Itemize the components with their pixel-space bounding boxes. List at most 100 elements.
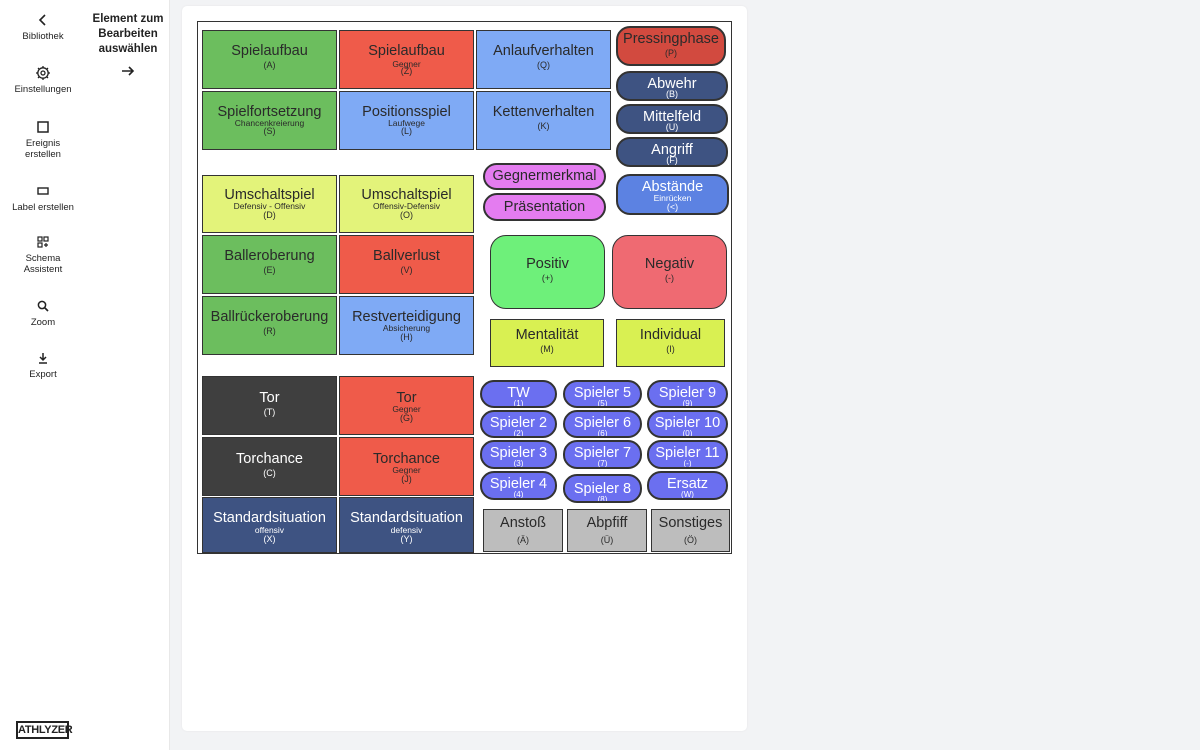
schema-assistant-tool[interactable]: Schema Assistent: [0, 234, 86, 275]
btn-torchance[interactable]: Torchance(C): [202, 437, 337, 496]
btn-title: Ballverlust: [373, 248, 440, 264]
btn-title: Anstoß: [500, 515, 546, 531]
btn-title: Abwehr: [647, 76, 697, 92]
btn-key: (E): [263, 265, 276, 275]
create-event-tool[interactable]: Ereignis erstellen: [0, 119, 86, 160]
btn-title: Positiv: [526, 256, 569, 272]
btn-key: (Ö): [684, 535, 697, 545]
btn-key: (P): [665, 48, 677, 58]
btn-sonstiges[interactable]: Sonstiges(Ö): [651, 509, 730, 552]
btn-key: (Ü): [600, 535, 614, 545]
btn-spieler4[interactable]: Spieler 4(4): [480, 471, 557, 500]
btn-negativ[interactable]: Negativ(-): [612, 235, 727, 309]
btn-key: (I): [666, 344, 675, 354]
btn-spieler11[interactable]: Spieler 11(-): [647, 440, 728, 469]
tool-label: Schema Assistent: [23, 253, 63, 275]
btn-spieler6[interactable]: Spieler 6(6): [563, 410, 642, 438]
export-tool[interactable]: Export: [0, 350, 86, 380]
btn-title: Tor: [259, 390, 280, 406]
btn-title: Tor: [396, 390, 417, 406]
zoom-icon: [37, 300, 49, 312]
arrow-right-icon[interactable]: [120, 64, 136, 78]
btn-positiv[interactable]: Positiv(+): [490, 235, 605, 309]
btn-key: (F): [666, 155, 678, 165]
btn-key: (4): [513, 490, 524, 499]
grid-plus-icon: [37, 236, 49, 248]
btn-title: TW: [507, 385, 530, 401]
btn-individual[interactable]: Individual(I): [616, 319, 725, 367]
btn-spieler3[interactable]: Spieler 3(3): [480, 440, 557, 469]
btn-key: (L): [401, 126, 412, 136]
btn-spieler10[interactable]: Spieler 10(0): [647, 410, 728, 438]
btn-title: Spieler 4: [489, 476, 548, 492]
btn-sub: Absicherung: [382, 323, 431, 333]
btn-angriff[interactable]: Angriff(F): [616, 137, 728, 167]
btn-abpfiff[interactable]: Abpfiff(Ü): [567, 509, 647, 552]
btn-sub: Gegner: [392, 465, 421, 475]
btn-key: (K): [537, 121, 550, 131]
zoom-tool[interactable]: Zoom: [0, 298, 86, 328]
btn-key: (M): [540, 344, 554, 354]
empty-area: [757, 0, 1200, 750]
btn-key: (7): [597, 459, 608, 468]
btn-praesentation[interactable]: Präsentation: [483, 193, 606, 221]
btn-gegnermerkmal[interactable]: Gegnermerkmal: [483, 163, 606, 190]
btn-ballverlust[interactable]: Ballverlust(V): [339, 235, 474, 294]
btn-spieler9[interactable]: Spieler 9(9): [647, 380, 728, 408]
btn-title: Balleroberung: [224, 248, 315, 264]
create-label-tool[interactable]: Label erstellen: [0, 183, 86, 213]
btn-key: (T): [263, 407, 276, 417]
btn-spielaufbau[interactable]: Spielaufbau(A): [202, 30, 337, 89]
panel-title: Element zum Bearbeiten auswählen: [92, 13, 164, 55]
btn-ballrueckeroberung[interactable]: Ballrückeroberung(R): [202, 296, 337, 355]
btn-key: (9): [682, 399, 693, 408]
btn-spieler2[interactable]: Spieler 2(2): [480, 410, 557, 438]
btn-title: Spieler 7: [573, 445, 632, 461]
btn-pressingphase[interactable]: Pressingphase(P): [616, 26, 726, 66]
btn-kettenverhalten[interactable]: Kettenverhalten(K): [476, 91, 611, 150]
btn-spieler7[interactable]: Spieler 7(7): [563, 440, 642, 469]
btn-key: (8): [597, 495, 608, 503]
btn-title: Spieler 10: [654, 415, 721, 431]
library-tool[interactable]: Bibliothek: [0, 12, 86, 42]
btn-ersatz[interactable]: Ersatz(W): [647, 471, 728, 500]
btn-mittelfeld[interactable]: Mittelfeld(U): [616, 104, 728, 134]
btn-title: Positionsspiel: [362, 104, 451, 120]
btn-sub: Defensiv - Offensiv: [233, 201, 306, 211]
btn-mentalitaet[interactable]: Mentalität(M): [490, 319, 604, 367]
btn-title: Spielaufbau: [231, 43, 308, 59]
btn-key: (2): [513, 429, 524, 438]
btn-tor[interactable]: Tor(T): [202, 376, 337, 435]
btn-anlaufverhalten[interactable]: Anlaufverhalten(Q): [476, 30, 611, 89]
btn-spieler8[interactable]: Spieler 8(8): [563, 474, 642, 503]
btn-spieler5[interactable]: Spieler 5(5): [563, 380, 642, 408]
btn-title: Mentalität: [515, 327, 579, 343]
btn-title: Mittelfeld: [642, 109, 702, 125]
btn-key: (O): [400, 210, 413, 220]
btn-title: Umschaltspiel: [224, 187, 315, 203]
btn-anstoss[interactable]: Anstoß (Ä): [483, 509, 563, 552]
btn-balleroberung[interactable]: Balleroberung(E): [202, 235, 337, 294]
btn-key: (Ä): [517, 535, 529, 545]
btn-title: Spieler 2: [489, 415, 548, 431]
settings-tool[interactable]: Einstellungen: [0, 65, 86, 95]
btn-tw[interactable]: TW(1): [480, 380, 557, 408]
chevron-left-icon: [38, 14, 46, 26]
btn-sub: offensiv: [254, 525, 285, 535]
btn-key: (C): [263, 468, 276, 478]
btn-key: (A): [263, 60, 276, 70]
btn-abwehr[interactable]: Abwehr(B): [616, 71, 728, 101]
btn-key: (S): [263, 126, 276, 136]
btn-title: Kettenverhalten: [492, 104, 595, 120]
